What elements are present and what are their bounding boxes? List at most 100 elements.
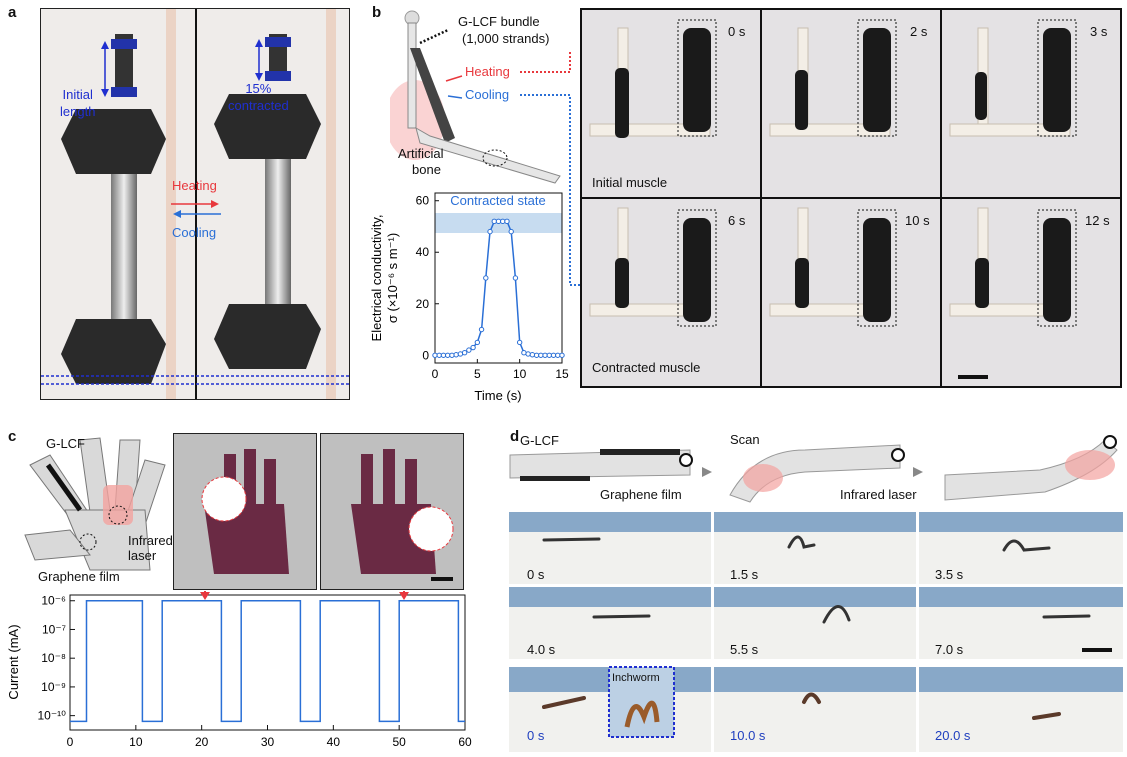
data-point	[516, 339, 523, 346]
laser-label-c: Infrared laser	[128, 533, 173, 563]
bundle-sub: (1,000 strands)	[462, 31, 550, 46]
frame-time-b6: 12 s	[1085, 213, 1110, 228]
c-x-tick-label: 50	[392, 735, 406, 749]
data-point	[474, 339, 481, 346]
bundle-label: G-LCF bundle	[458, 14, 540, 29]
data-point	[466, 347, 472, 353]
frame-time-b2: 2 s	[910, 24, 928, 39]
data-point	[461, 349, 468, 356]
film-label-c: Graphene film	[38, 569, 120, 584]
c-x-tick-label: 60	[458, 735, 472, 749]
x-axis-label: Time (s)	[474, 388, 521, 403]
c-x-tick-label: 20	[195, 735, 209, 749]
y-tick-label: 40	[416, 245, 430, 259]
dumbbell-left	[61, 34, 166, 384]
y-axis-label-1: Electrical conductivity,	[369, 215, 384, 342]
laser-label-d: Infrared laser	[840, 487, 917, 502]
y-tick-label: 20	[416, 297, 430, 311]
data-point	[525, 351, 531, 357]
cooling-label-a: Cooling	[172, 225, 217, 240]
bone-label: Artificial	[398, 146, 444, 161]
worm-photo-grid	[509, 512, 1123, 752]
panel-label-b: b	[372, 4, 382, 21]
contracted-muscle-caption: Contracted muscle	[592, 360, 701, 375]
c-x-tick-label: 0	[67, 735, 74, 749]
c-y-tick-label: 10⁻⁷	[42, 622, 66, 636]
bone-sub: bone	[412, 162, 441, 177]
x-tick-label: 10	[513, 367, 527, 381]
arm-photo-grid	[580, 8, 1122, 388]
current-series-line	[70, 599, 465, 723]
hand-schematic	[24, 437, 166, 571]
arm-schematic	[390, 10, 561, 184]
data-point	[478, 326, 485, 333]
dumbbell-drawing	[41, 9, 349, 399]
frame-time-d4: 4.0 s	[527, 642, 556, 657]
dumbbell-right	[214, 34, 321, 369]
inchworm-inset-label: Inchworm	[612, 672, 660, 684]
dumbbell-photo	[40, 8, 350, 400]
c-y-tick-label: 10⁻⁸	[41, 651, 66, 665]
worm-schematic	[509, 435, 1118, 503]
heating-label-b: Heating	[465, 64, 510, 79]
frame-time-b4: 6 s	[728, 213, 746, 228]
arm-frames	[589, 19, 1077, 379]
data-point	[449, 352, 455, 358]
y-tick-label: 0	[422, 348, 429, 362]
c-x-tick-label: 40	[327, 735, 341, 749]
contracted-label: 15% contracted	[228, 81, 289, 113]
x-tick-label: 15	[555, 367, 569, 381]
current-chart: 10⁻¹⁰ 10⁻⁹ 10⁻⁸ 10⁻⁷ 10⁻⁶ 0 10 20 30 40 50 60 Curr…	[6, 590, 472, 749]
c-x-tick-label: 30	[261, 735, 275, 749]
data-point	[483, 275, 489, 281]
data-point	[504, 218, 510, 225]
data-point	[470, 344, 476, 351]
connector-lines	[520, 52, 580, 286]
plot-frame-c	[69, 594, 466, 731]
frame-time-d2: 1.5 s	[730, 567, 759, 582]
frame-time-d3: 3.5 s	[935, 567, 964, 582]
c-x-tick-label: 10	[129, 735, 143, 749]
x-tick-label: 0	[432, 367, 439, 381]
series-line	[435, 220, 562, 357]
frame-time-d1: 0 s	[527, 567, 545, 582]
data-point	[512, 275, 519, 281]
frame-time-d7: 0 s	[527, 728, 545, 743]
data-point	[508, 228, 514, 235]
data-point	[487, 228, 493, 235]
initial-muscle-caption: Initial muscle	[592, 175, 668, 190]
data-point	[457, 351, 464, 357]
annotation-label: Contracted state	[450, 193, 545, 208]
glcf-label-c: G-LCF	[46, 436, 85, 451]
frame-time-b1: 0 s	[728, 24, 746, 39]
panel-label-c: c	[8, 428, 17, 445]
c-y-tick-label: 10⁻⁶	[41, 594, 66, 608]
scan-label: Scan	[730, 432, 760, 447]
initial-length-label: Initial length	[60, 87, 96, 119]
c-y-tick-label: 10⁻¹⁰	[38, 709, 67, 723]
glcf-label-d: G-LCF	[520, 433, 559, 448]
data-point	[559, 352, 565, 358]
plot-frame	[434, 192, 563, 364]
data-point	[529, 352, 536, 358]
data-point	[521, 349, 527, 356]
panel-label-d: d	[510, 428, 520, 445]
frame-time-d9: 20.0 s	[935, 728, 971, 743]
frame-time-b3: 3 s	[1090, 24, 1108, 39]
c-y-axis-label: Current (mA)	[6, 624, 21, 699]
frame-time-d6: 7.0 s	[935, 642, 964, 657]
hand-photo-1	[173, 433, 317, 590]
c-y-tick-label: 10⁻⁹	[41, 680, 66, 694]
heating-label-a: Heating	[172, 178, 217, 193]
cooling-label-b: Cooling	[465, 87, 510, 102]
panel-label-a: a	[8, 4, 17, 21]
scale-bar	[958, 375, 988, 379]
data-point	[453, 352, 459, 358]
y-axis-label-2: σ (×10⁻⁶ s m⁻¹)	[385, 233, 400, 323]
frame-time-b5: 10 s	[905, 213, 930, 228]
frame-time-d8: 10.0 s	[730, 728, 766, 743]
frame-time-d5: 5.5 s	[730, 642, 759, 657]
x-tick-label: 5	[474, 367, 481, 381]
hand-photo-2	[320, 433, 464, 590]
